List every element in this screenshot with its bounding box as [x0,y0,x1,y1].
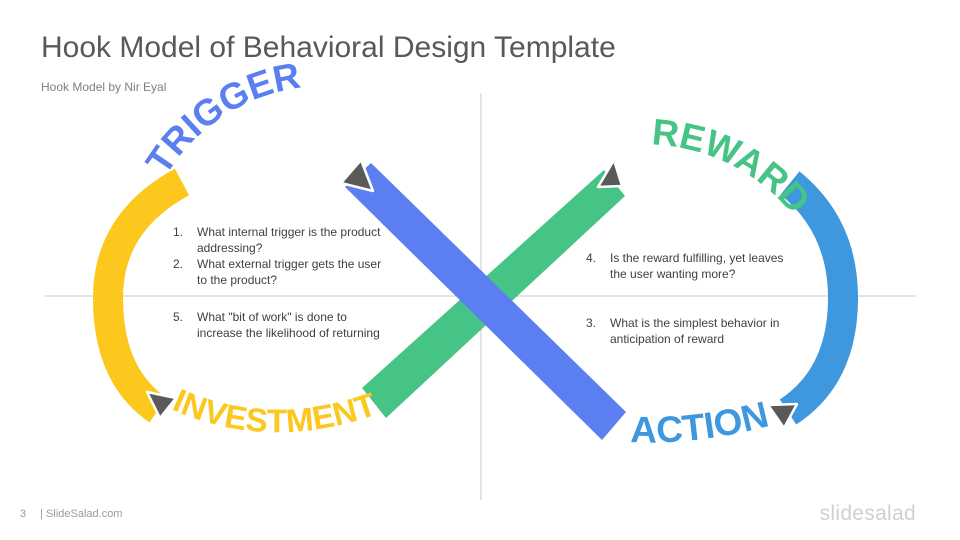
slide-subtitle: Hook Model by Nir Eyal [41,80,167,94]
trigger-band [345,163,626,440]
reward-label: REWARD [650,111,818,221]
question-number: 1. [173,225,184,239]
action-label: ACTION [630,394,772,451]
question-number: 4. [586,251,597,265]
right-questions-bottom: 3. What is the simplest behavior in anti… [586,315,802,347]
action-arrowhead [766,402,799,430]
footer-source: | SlideSalad.com [40,508,123,520]
question-text: What "bit of work" is done to increase t… [197,310,380,340]
question-item: 4. Is the reward fulfilling, yet leaves … [586,250,802,282]
trigger-label: TRIGGER [138,55,303,181]
question-item: 5. What "bit of work" is done to increas… [173,309,385,341]
trigger-arrowhead [339,158,375,193]
action-loop-arc [779,171,859,425]
question-text: What external trigger gets the user to t… [197,257,382,287]
question-item: 3. What is the simplest behavior in anti… [586,315,802,347]
question-number: 5. [173,310,184,324]
left-questions: 1. What internal trigger is the product … [173,224,385,288]
brand-logo: slidesalad [819,502,916,525]
question-text: What is the simplest behavior in anticip… [610,316,780,346]
question-text: Is the reward fulfilling, yet leaves the… [610,251,784,281]
question-number: 2. [173,257,184,271]
investment-label: INVESTMENT [168,381,380,439]
question-number: 3. [586,316,597,330]
slide-title: Hook Model of Behavioral Design Template [41,31,616,64]
question-item: 1. What internal trigger is the product … [173,224,385,256]
investment-loop-arc [92,168,190,423]
reward-arrowhead [596,158,624,189]
page-number: 3 [20,508,27,520]
question-item: 2. What external trigger gets the user t… [173,256,385,288]
left-questions-bottom: 5. What "bit of work" is done to increas… [173,309,385,341]
footer: 3 | SlideSalad.com [20,508,122,520]
question-text: What internal trigger is the product add… [197,225,381,255]
investment-arrowhead [145,390,178,420]
right-questions: 4. Is the reward fulfilling, yet leaves … [586,250,802,282]
